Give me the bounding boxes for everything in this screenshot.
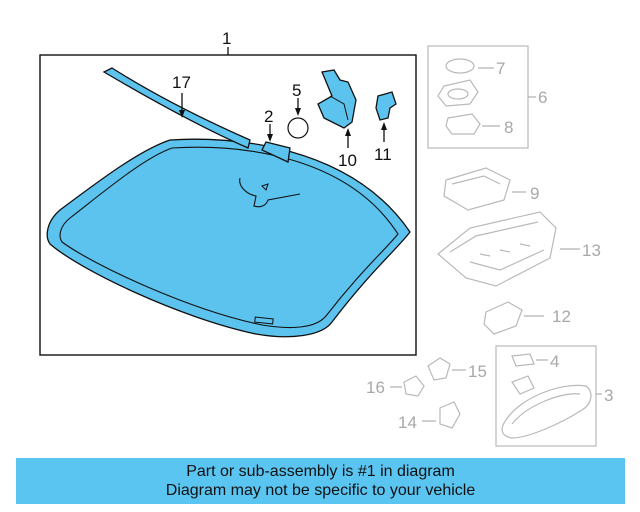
callout-12: 12 <box>552 307 571 326</box>
callout-15: 15 <box>468 362 487 381</box>
callout-7: 7 <box>496 59 505 78</box>
clip-part-12: 12 <box>483 301 571 335</box>
parts-diagram: 1 17 2 5 <box>39 29 613 447</box>
clip-part-16: 16 <box>366 375 425 397</box>
callout-17: 17 <box>172 73 191 92</box>
cover-part-9: 9 <box>443 167 539 211</box>
callout-1: 1 <box>222 29 231 48</box>
molding-strip-17: 17 <box>102 67 251 149</box>
callout-10: 10 <box>338 151 357 170</box>
group-box-3 <box>495 345 597 447</box>
callout-9: 9 <box>530 184 539 203</box>
callout-14: 14 <box>398 413 417 432</box>
clip-part-11: 11 <box>374 91 397 164</box>
clip-part-4: 4 <box>511 352 559 371</box>
assembly-group-1: 1 17 2 5 <box>39 29 417 356</box>
pad-part-2: 2 <box>261 107 291 163</box>
callout-5: 5 <box>292 81 301 100</box>
sensor-part-7: 7 <box>437 58 505 107</box>
clip-part-14: 14 <box>398 401 461 432</box>
mirror-part <box>501 375 592 439</box>
callout-16: 16 <box>366 378 385 397</box>
callout-2: 2 <box>264 107 273 126</box>
callout-8: 8 <box>504 118 513 137</box>
banner-line-1: Part or sub-assembly is #1 in diagram <box>186 463 455 480</box>
banner-line-2: Diagram may not be specific to your vehi… <box>165 482 476 499</box>
windshield-glass <box>46 138 411 338</box>
info-banner: Part or sub-assembly is #1 in diagram Di… <box>16 458 625 504</box>
trim-panel-part-13: 13 <box>437 211 601 287</box>
round-pad-part-5: 5 <box>287 81 309 139</box>
bracket-part-8: 8 <box>445 113 513 137</box>
callout-4: 4 <box>550 352 559 371</box>
clip-part-15: 15 <box>427 357 487 381</box>
related-parts-group: 6 7 8 9 13 <box>366 45 613 447</box>
callout-11: 11 <box>374 145 392 164</box>
bracket-part-10: 10 <box>317 69 357 170</box>
callout-13: 13 <box>582 241 601 260</box>
callout-6: 6 <box>538 88 547 107</box>
callout-3: 3 <box>604 386 613 405</box>
